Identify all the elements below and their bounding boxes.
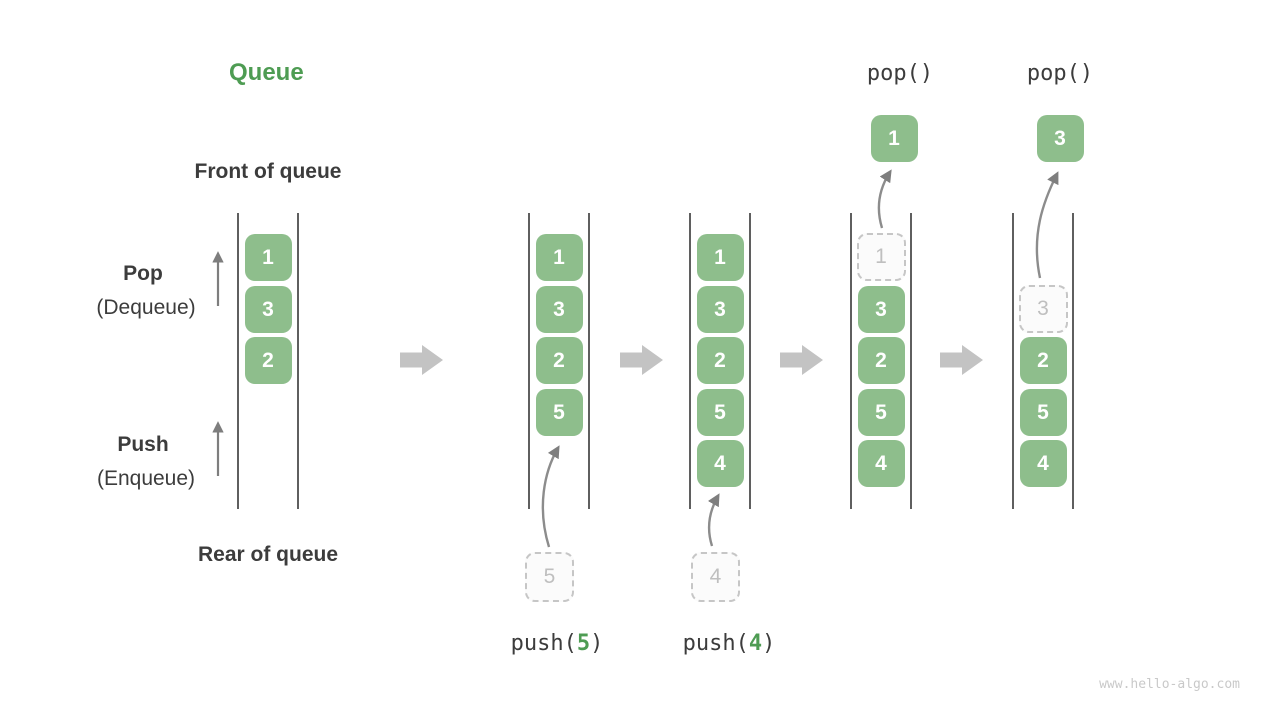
push-5-arrow-icon: [541, 445, 560, 548]
pop-1-arrow-icon: [877, 169, 892, 229]
queue-item: 2: [535, 337, 583, 384]
queue-wall-left: [237, 213, 239, 509]
queue-item: 3: [857, 286, 905, 333]
queue-item: 5: [857, 389, 905, 436]
rear-of-queue-label: Rear of queue: [197, 543, 339, 566]
incoming-item: 5: [525, 552, 574, 602]
popped-item: 1: [870, 115, 918, 162]
transition-right-arrow-icon: [940, 345, 983, 375]
queue-item: 3: [535, 286, 583, 333]
push-call-label: push(5): [510, 631, 604, 656]
queue-wall-right: [1072, 213, 1074, 509]
push-4-arrow-icon: [707, 493, 720, 547]
queue-item: 1: [696, 234, 744, 281]
dequeue-label: (Dequeue): [96, 296, 196, 319]
queue-item: 3: [244, 286, 292, 333]
queue-item: 1: [535, 234, 583, 281]
queue-wall-right: [910, 213, 912, 509]
popped-item: 3: [1036, 115, 1084, 162]
push-value: 5: [576, 631, 591, 656]
enqueue-label: (Enqueue): [96, 467, 196, 490]
queue-wall-right: [297, 213, 299, 509]
ghost-item: 3: [1018, 285, 1068, 333]
push-call-label: push(4): [682, 631, 776, 656]
transition-right-arrow-icon: [620, 345, 663, 375]
queue-wall-left: [1012, 213, 1014, 509]
pop-label: Pop: [123, 262, 163, 285]
pop-call-label: pop(): [1026, 61, 1094, 86]
pop-3-arrow-icon: [1035, 171, 1059, 279]
diagram-title: Queue: [229, 59, 304, 86]
queue-wall-right: [588, 213, 590, 509]
queue-item: 4: [1019, 440, 1067, 487]
ghost-item: 1: [856, 233, 906, 281]
push-label: Push: [117, 433, 169, 456]
queue-item: 1: [244, 234, 292, 281]
push-value: 4: [748, 631, 763, 656]
queue-wall-left: [528, 213, 530, 509]
queue-item: 5: [535, 389, 583, 436]
queue-item: 2: [696, 337, 744, 384]
watermark: www.hello-algo.com: [1099, 677, 1240, 692]
front-of-queue-label: Front of queue: [194, 160, 342, 183]
queue-item: 5: [696, 389, 744, 436]
queue-item: 2: [1019, 337, 1067, 384]
queue-wall-right: [749, 213, 751, 509]
queue-item: 4: [857, 440, 905, 487]
transition-right-arrow-icon: [780, 345, 823, 375]
queue-wall-left: [689, 213, 691, 509]
queue-wall-left: [850, 213, 852, 509]
queue-item: 2: [244, 337, 292, 384]
incoming-item: 4: [691, 552, 740, 602]
queue-item: 3: [696, 286, 744, 333]
queue-item: 4: [696, 440, 744, 487]
pop-call-label: pop(): [866, 61, 934, 86]
transition-right-arrow-icon: [400, 345, 443, 375]
queue-item: 2: [857, 337, 905, 384]
queue-item: 5: [1019, 389, 1067, 436]
